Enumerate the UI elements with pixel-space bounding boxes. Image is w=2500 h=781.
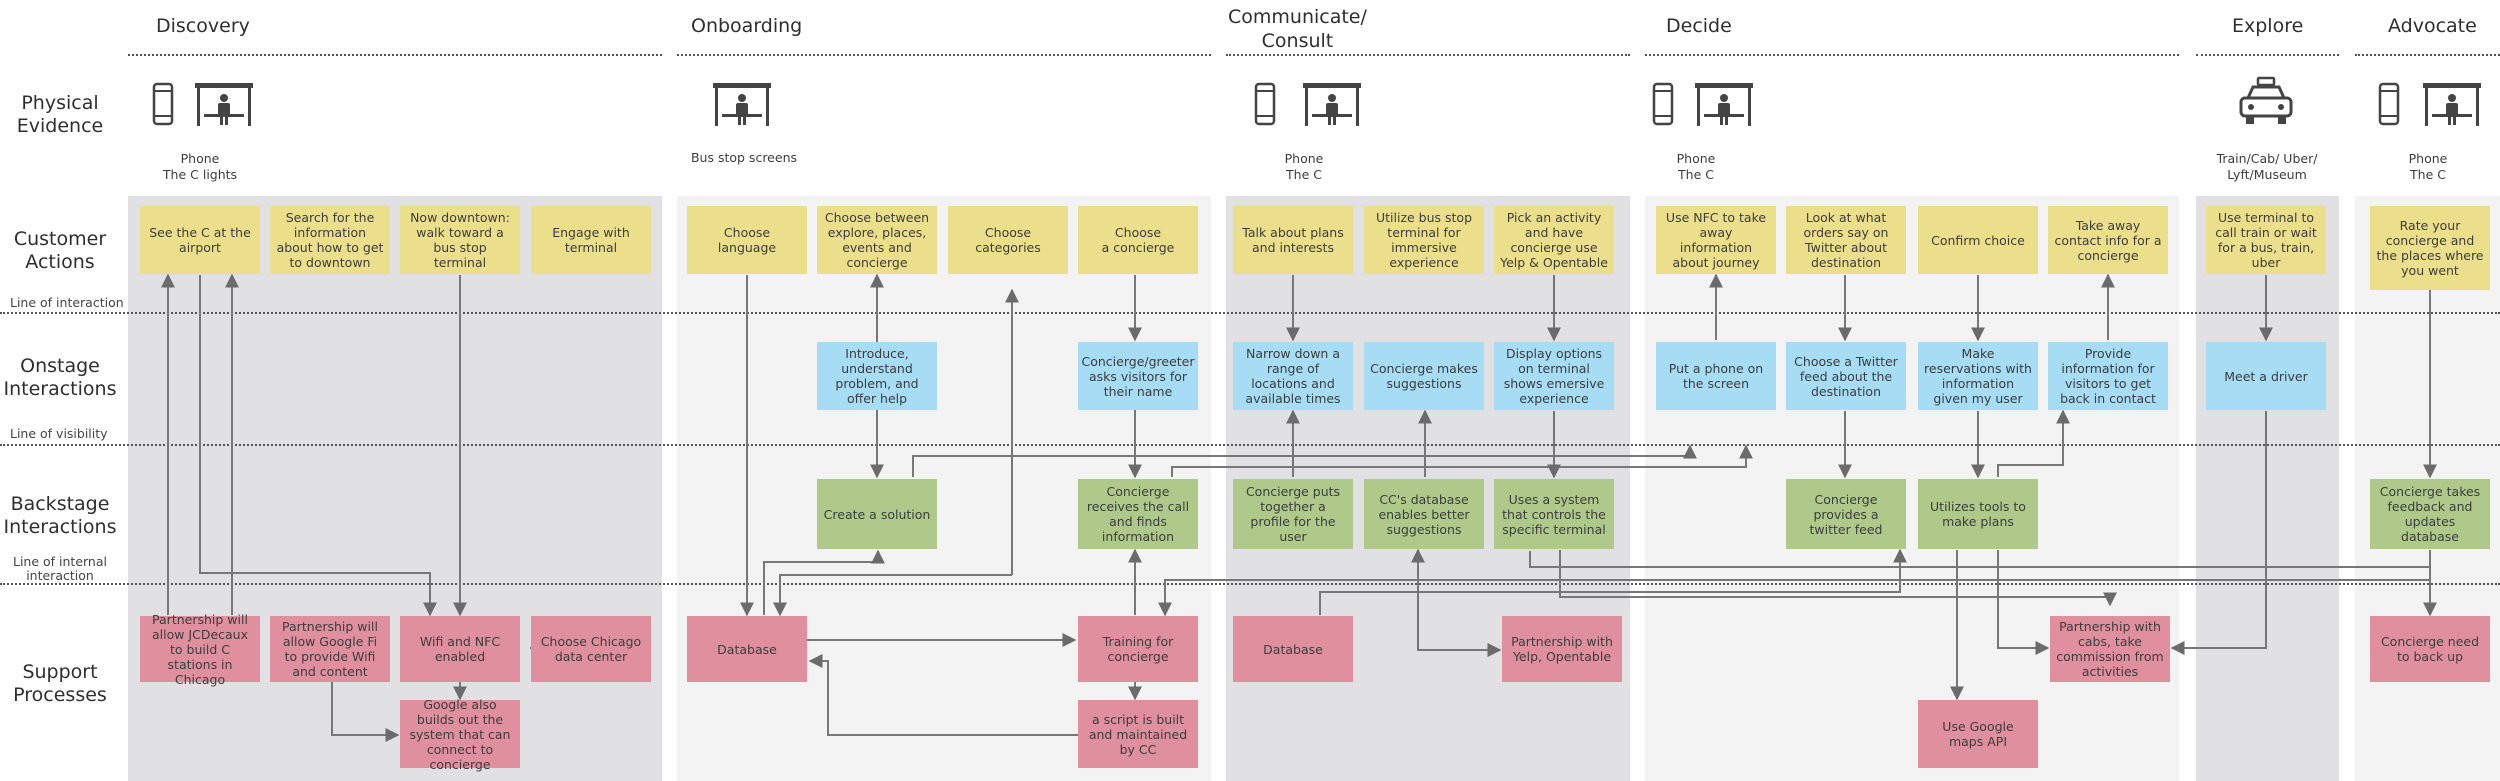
support-google-fi: Partnership will allow Google Fi to prov… bbox=[270, 616, 390, 682]
onstage-meet-driver: Meet a driver bbox=[2206, 342, 2326, 410]
backstage-takes-feedback: Concierge takes feedback and updates dat… bbox=[2370, 479, 2490, 549]
line-of-interaction bbox=[0, 312, 2500, 314]
phase-explore: Explore bbox=[2232, 15, 2304, 37]
action-take-away-contact: Take away contact info for a concierge bbox=[2048, 206, 2168, 274]
phase-communicate: Communicate/ Consult bbox=[1228, 6, 1367, 52]
action-choose-concierge: Choose a concierge bbox=[1078, 206, 1198, 274]
row-customer-actions: Customer Actions bbox=[13, 228, 107, 273]
phase-advocate: Advocate bbox=[2388, 15, 2477, 37]
bus-stop-icon bbox=[1695, 83, 1753, 126]
bus-stop-icon bbox=[713, 83, 771, 126]
support-google-maps: Use Google maps API bbox=[1918, 700, 2038, 768]
support-chicago-dc: Choose Chicago data center bbox=[531, 616, 651, 682]
action-see-c: See the C at the airport bbox=[140, 206, 260, 274]
phase-discovery: Discovery bbox=[156, 15, 250, 37]
onstage-put-phone: Put a phone on the screen bbox=[1656, 342, 1776, 410]
backstage-uses-system: Uses a system that controls the specific… bbox=[1494, 479, 1614, 549]
bus-stop-icon bbox=[195, 83, 253, 126]
phase-underline bbox=[1226, 54, 1630, 56]
bus-stop-icon bbox=[1303, 83, 1361, 126]
support-google-builds: Google also builds out the system that c… bbox=[400, 697, 520, 772]
phase-underline bbox=[2355, 54, 2500, 56]
action-search-info: Search for the information about how to … bbox=[270, 206, 390, 274]
backstage-utilizes-tools: Utilizes tools to make plans bbox=[1918, 479, 2038, 549]
backstage-cc-database: CC's database enables better suggestions bbox=[1364, 479, 1484, 549]
evidence-explore-label: Train/Cab/ Uber/ Lyft/Museum bbox=[2216, 151, 2318, 182]
phone-icon bbox=[1254, 82, 1276, 126]
phase-underline bbox=[677, 54, 1211, 56]
action-choose-between: Choose between explore, places, events a… bbox=[817, 206, 937, 274]
onstage-narrow-down: Narrow down a range of locations and ava… bbox=[1233, 342, 1353, 410]
phase-underline bbox=[2196, 54, 2339, 56]
action-confirm-choice: Confirm choice bbox=[1918, 206, 2038, 274]
line-of-internal-interaction bbox=[0, 583, 2500, 585]
backstage-provides-twitter: Concierge provides a twitter feed bbox=[1786, 479, 1906, 549]
support-jcdecaux: Partnership will allow JCDecaux to build… bbox=[140, 612, 260, 687]
action-pick-activity: Pick an activity and have concierge use … bbox=[1494, 206, 1614, 274]
action-walk-bus: Now downtown: walk toward a bus stop ter… bbox=[400, 206, 520, 274]
row-support: Support Processes bbox=[13, 661, 107, 706]
support-cabs: Partnership with cabs, take commission f… bbox=[2050, 616, 2170, 682]
action-look-twitter: Look at what orders say on Twitter about… bbox=[1786, 206, 1906, 274]
onstage-provide-info: Provide information for visitors to get … bbox=[2048, 342, 2168, 410]
onstage-greeter: Concierge/greeter asks visitors for thei… bbox=[1078, 342, 1198, 410]
line-of-internal-interaction-label: Line of internal interaction bbox=[12, 554, 107, 583]
backstage-receives-call: Concierge receives the call and finds in… bbox=[1078, 479, 1198, 549]
evidence-discovery-label: Phone The C lights bbox=[162, 151, 238, 182]
phone-icon bbox=[152, 82, 174, 126]
action-use-nfc: Use NFC to take away information about j… bbox=[1656, 206, 1776, 274]
support-database: Database bbox=[687, 616, 807, 682]
action-talk-plans: Talk about plans and interests bbox=[1233, 206, 1353, 274]
action-use-terminal-call: Use terminal to call train or wait for a… bbox=[2206, 206, 2326, 274]
row-physical-evidence: Physical Evidence bbox=[16, 92, 104, 137]
phone-icon bbox=[2378, 82, 2400, 126]
onstage-make-reservations: Make reservations with information given… bbox=[1918, 342, 2038, 410]
evidence-advocate-label: Phone The C bbox=[2408, 151, 2448, 182]
backstage-puts-profile: Concierge puts together a profile for th… bbox=[1233, 479, 1353, 549]
support-wifi-nfc: Wifi and NFC enabled bbox=[400, 616, 520, 682]
evidence-onboarding-label: Bus stop screens bbox=[690, 150, 798, 165]
phase-underline bbox=[1645, 54, 2179, 56]
action-engage-terminal: Engage with terminal bbox=[531, 206, 651, 274]
bus-stop-icon bbox=[2423, 83, 2481, 126]
onstage-introduce: Introduce, understand problem, and offer… bbox=[817, 342, 937, 410]
backstage-create-solution: Create a solution bbox=[817, 479, 937, 549]
support-database: Database bbox=[1233, 616, 1353, 682]
onstage-choose-twitter: Choose a Twitter feed about the destinat… bbox=[1786, 342, 1906, 410]
onstage-display-options: Display options on terminal shows emersi… bbox=[1494, 342, 1614, 410]
evidence-communicate-label: Phone The C bbox=[1284, 151, 1324, 182]
support-script: a script is built and maintained by CC bbox=[1078, 700, 1198, 768]
line-of-interaction-label: Line of interaction bbox=[10, 295, 124, 310]
phase-underline bbox=[128, 54, 662, 56]
action-choose-categories: Choose categories bbox=[948, 206, 1068, 274]
line-of-visibility bbox=[0, 444, 2500, 446]
support-back-up: Concierge need to back up bbox=[2370, 616, 2490, 682]
phase-onboarding: Onboarding bbox=[691, 15, 803, 37]
panel-discovery bbox=[128, 196, 662, 781]
row-onstage: Onstage Interactions bbox=[3, 355, 117, 400]
phone-icon bbox=[1652, 82, 1674, 126]
panel-explore bbox=[2196, 196, 2339, 781]
action-utilize-bus: Utilize bus stop terminal for immersive … bbox=[1364, 206, 1484, 274]
evidence-decide-label: Phone The C bbox=[1676, 151, 1716, 182]
onstage-makes-suggestions: Concierge makes suggestions bbox=[1364, 342, 1484, 410]
action-choose-language: Choose language bbox=[687, 206, 807, 274]
action-rate-concierge: Rate your concierge and the places where… bbox=[2370, 206, 2490, 290]
support-training: Training for concierge bbox=[1078, 616, 1198, 682]
row-backstage: Backstage Interactions bbox=[3, 493, 117, 538]
panel-decide bbox=[1645, 196, 2179, 781]
line-of-visibility-label: Line of visibility bbox=[10, 426, 108, 441]
taxi-icon bbox=[2239, 76, 2293, 124]
support-yelp: Partnership with Yelp, Opentable bbox=[1502, 616, 1622, 682]
phase-decide: Decide bbox=[1666, 15, 1732, 37]
